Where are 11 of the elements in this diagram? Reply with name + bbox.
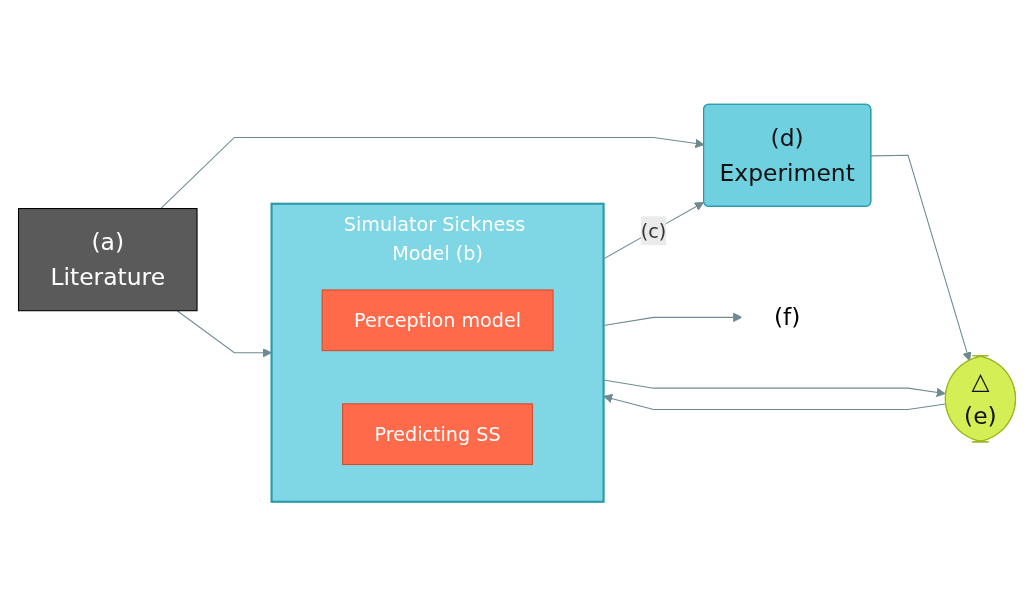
arrow bbox=[176, 310, 272, 358]
node-text: (f) bbox=[773, 304, 801, 331]
node-box: (a) Literature bbox=[18, 208, 198, 312]
arrow bbox=[603, 312, 743, 327]
node-box: Predicting SS bbox=[342, 403, 534, 466]
edge-label: (c) bbox=[640, 219, 667, 242]
arrow bbox=[603, 202, 704, 260]
node-box: Perception model bbox=[321, 289, 554, 352]
arrow bbox=[603, 393, 946, 410]
arrow bbox=[603, 379, 946, 398]
arrow bbox=[870, 154, 972, 362]
